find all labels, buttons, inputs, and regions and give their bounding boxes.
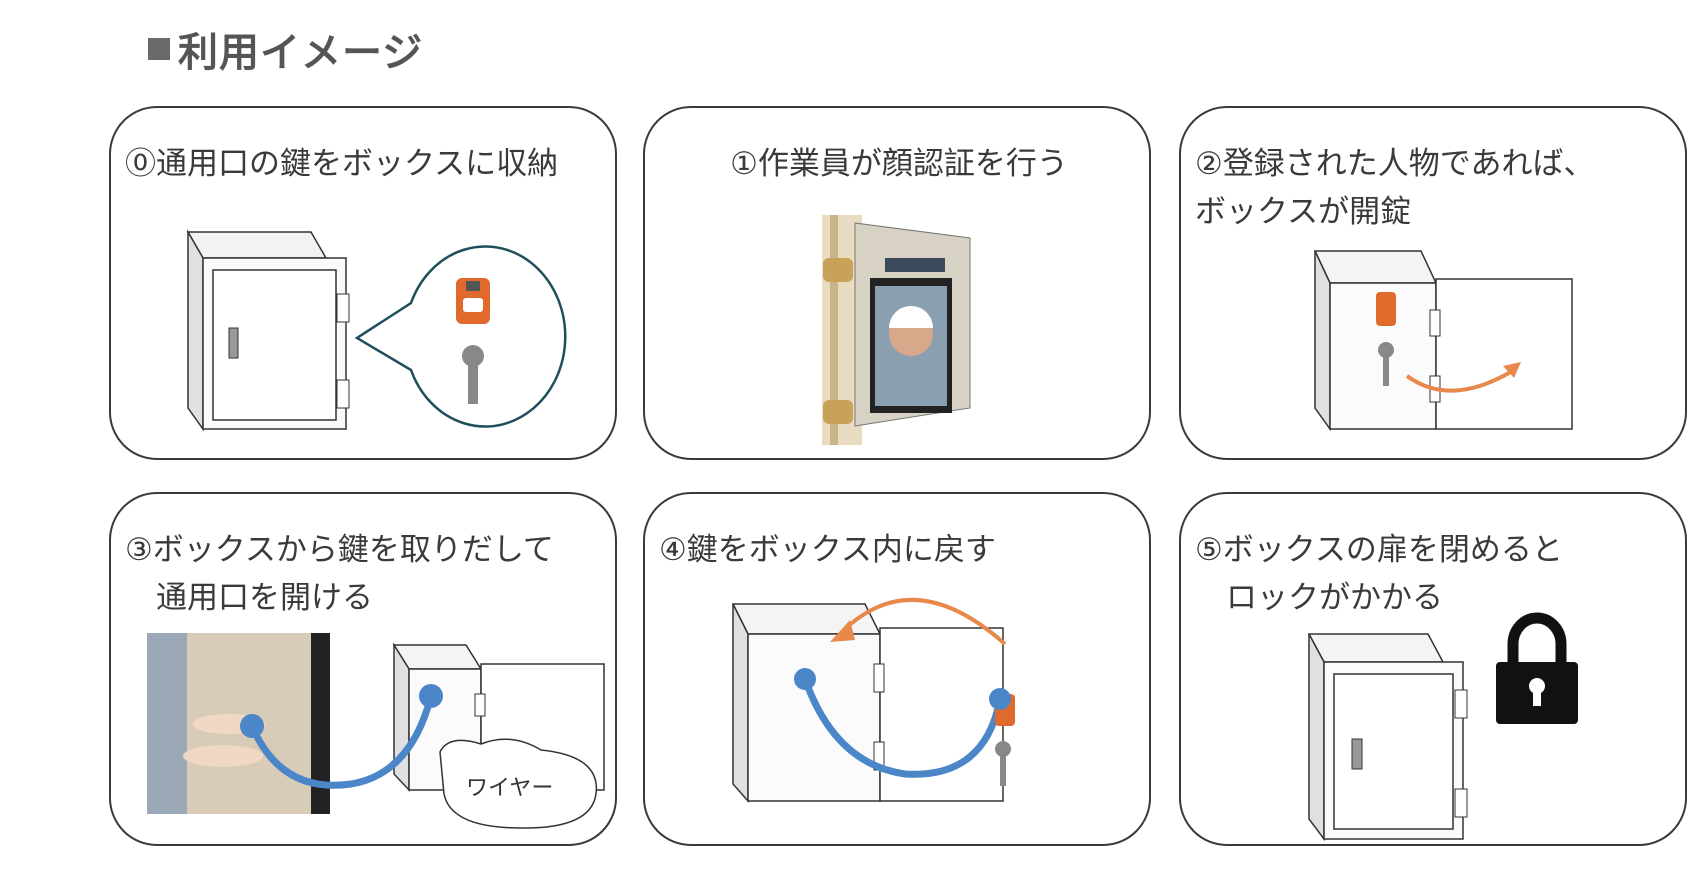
callout-bubble bbox=[439, 738, 598, 829]
step-card-5: ⑤ボックスの扉を閉めると ロックがかかる bbox=[1179, 492, 1687, 846]
return-arrow-icon bbox=[843, 597, 1007, 646]
step-label-line: ④鍵をボックス内に戻す bbox=[659, 532, 996, 568]
step-card-4: ④鍵をボックス内に戻す bbox=[643, 492, 1151, 846]
wire-callout-label: ワイヤー bbox=[466, 776, 554, 801]
step-label-line: ②登録された人物であれば、 bbox=[1195, 146, 1595, 182]
step-label: ⓪通用口の鍵をボックスに収納 bbox=[125, 140, 605, 188]
step-label-line: ロックがかかる bbox=[1195, 580, 1443, 616]
key-box-closed-illustration bbox=[186, 229, 567, 432]
door-unlock-illustration bbox=[147, 633, 605, 829]
step-card-0: ⓪通用口の鍵をボックスに収納 bbox=[109, 106, 617, 460]
step-label: ③ボックスから鍵を取りだして 通用口を開ける bbox=[125, 526, 605, 622]
step-card-3: ③ボックスから鍵を取りだして 通用口を開ける ワイヤー bbox=[109, 492, 617, 846]
step-label: ①作業員が顔認証を行う bbox=[659, 140, 1139, 188]
step-label-line: ⑤ボックスの扉を閉めると bbox=[1195, 532, 1563, 568]
lock-icon bbox=[1496, 612, 1578, 724]
step-card-2: ②登録された人物であれば、 ボックスが開錠 bbox=[1179, 106, 1687, 460]
locked-box-illustration bbox=[1307, 612, 1578, 842]
square-bullet-icon bbox=[148, 38, 170, 60]
key-tag-icon bbox=[456, 278, 490, 404]
key-box-open-illustration bbox=[1313, 250, 1573, 432]
step-label-line: ③ボックスから鍵を取りだして bbox=[125, 532, 554, 568]
speech-bubble bbox=[354, 245, 567, 428]
wire-icon bbox=[248, 695, 435, 789]
step-label: ④鍵をボックス内に戻す bbox=[659, 526, 1139, 574]
step-label: ⑤ボックスの扉を閉めると ロックがかかる bbox=[1195, 526, 1675, 622]
step-label-line: ⓪通用口の鍵をボックスに収納 bbox=[125, 146, 559, 182]
page-title-text: 利用イメージ bbox=[178, 30, 424, 76]
wire-icon bbox=[801, 677, 1004, 778]
step-card-1: ①作業員が顔認証を行う bbox=[643, 106, 1151, 460]
return-key-illustration bbox=[731, 597, 1015, 803]
open-arrow-icon bbox=[1405, 368, 1516, 393]
page-title: 利用イメージ bbox=[148, 20, 423, 78]
step-label-line: ①作業員が顔認証を行う bbox=[730, 146, 1068, 182]
face-recognition-photo bbox=[822, 215, 971, 445]
step-label: ②登録された人物であれば、 ボックスが開錠 bbox=[1195, 140, 1675, 236]
step-label-line: 通用口を開ける bbox=[125, 580, 373, 616]
step-label-line: ボックスが開錠 bbox=[1195, 194, 1412, 230]
